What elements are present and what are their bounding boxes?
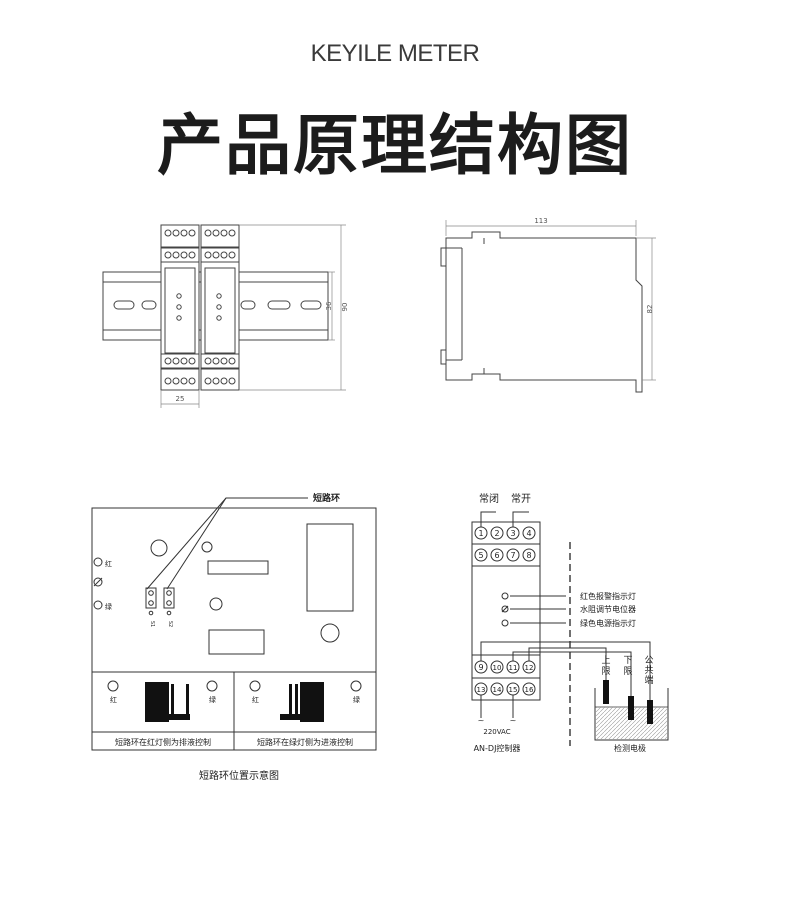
board-figure-caption: 短路环位置示意图 xyxy=(199,769,279,782)
terminal-row-1 xyxy=(474,526,536,540)
panel-right-red-label: 红 xyxy=(252,695,259,704)
short-ring-label: 短路环 xyxy=(313,492,340,504)
side-view-drawing xyxy=(440,220,656,393)
panel-right-green-label: 绿 xyxy=(353,695,360,704)
caption-drain-control: 短路环在红灯侧为排液控制 xyxy=(115,737,211,747)
lower-limit-probe xyxy=(628,696,634,720)
normally-open-label: 常开 xyxy=(511,492,531,505)
dim-height: 82 xyxy=(646,305,654,314)
ac-symbol: ~ xyxy=(478,716,485,725)
relay-block-left xyxy=(145,682,190,722)
brand-name: KEYILE METER xyxy=(310,40,480,67)
terminal-5: 5 xyxy=(478,551,483,560)
dim-height-inner: 36 xyxy=(325,301,333,310)
controller-body xyxy=(471,511,566,701)
panel-left-green-label: 绿 xyxy=(209,695,216,704)
controller-name-label: AN-DJ控制器 xyxy=(474,743,521,753)
terminal-2: 2 xyxy=(494,529,499,538)
terminal-9: 9 xyxy=(478,663,483,672)
terminal-10: 10 xyxy=(493,664,502,672)
jumper-s2-label: S2 xyxy=(167,621,173,627)
jumper-s1-label: S1 xyxy=(149,621,155,627)
pcb-board xyxy=(91,497,377,751)
ac-symbol-2: ~ xyxy=(510,716,517,725)
red-led-label: 红 xyxy=(105,559,112,568)
terminal-1: 1 xyxy=(478,529,483,538)
upper-limit-label: 上限 xyxy=(601,655,610,677)
terminal-14: 14 xyxy=(493,686,502,694)
electrode-name-label: 检测电极 xyxy=(614,743,646,753)
terminal-3: 3 xyxy=(510,529,515,538)
green-led-label: 绿 xyxy=(105,602,112,611)
terminal-13: 13 xyxy=(477,686,486,694)
terminal-6: 6 xyxy=(494,551,499,560)
dim-length: 113 xyxy=(534,217,547,225)
dim-height-outer: 90 xyxy=(341,303,349,312)
terminal-15: 15 xyxy=(509,686,518,694)
page-title: 产品原理结构图 xyxy=(157,107,633,184)
caption-fill-control: 短路环在绿灯侧为进液控制 xyxy=(257,737,353,747)
normally-closed-label: 常闭 xyxy=(479,492,499,505)
terminal-12: 12 xyxy=(525,664,534,672)
panel-left-red-label: 红 xyxy=(110,695,117,704)
terminal-8: 8 xyxy=(526,551,531,560)
common-terminal-label: 公共端 xyxy=(644,655,653,686)
green-power-led-label: 绿色电源指示灯 xyxy=(580,618,636,628)
terminal-4: 4 xyxy=(526,529,531,538)
dim-width: 25 xyxy=(176,395,185,403)
lower-limit-label: 下限 xyxy=(623,656,632,677)
red-alarm-led-label: 红色报警指示灯 xyxy=(580,591,636,601)
resistance-pot-label: 水阻调节电位器 xyxy=(580,604,636,614)
relay-block-right xyxy=(280,682,324,722)
front-view-drawing xyxy=(102,224,346,408)
electrode-wiring xyxy=(480,542,669,746)
terminal-7: 7 xyxy=(510,551,515,560)
terminal-16: 16 xyxy=(525,686,534,694)
supply-voltage-label: 220VAC xyxy=(483,728,510,736)
common-probe xyxy=(647,700,653,724)
terminal-row-4 xyxy=(474,682,536,696)
upper-limit-probe xyxy=(603,680,609,704)
terminal-row-2 xyxy=(474,548,536,562)
terminal-11: 11 xyxy=(509,664,518,672)
